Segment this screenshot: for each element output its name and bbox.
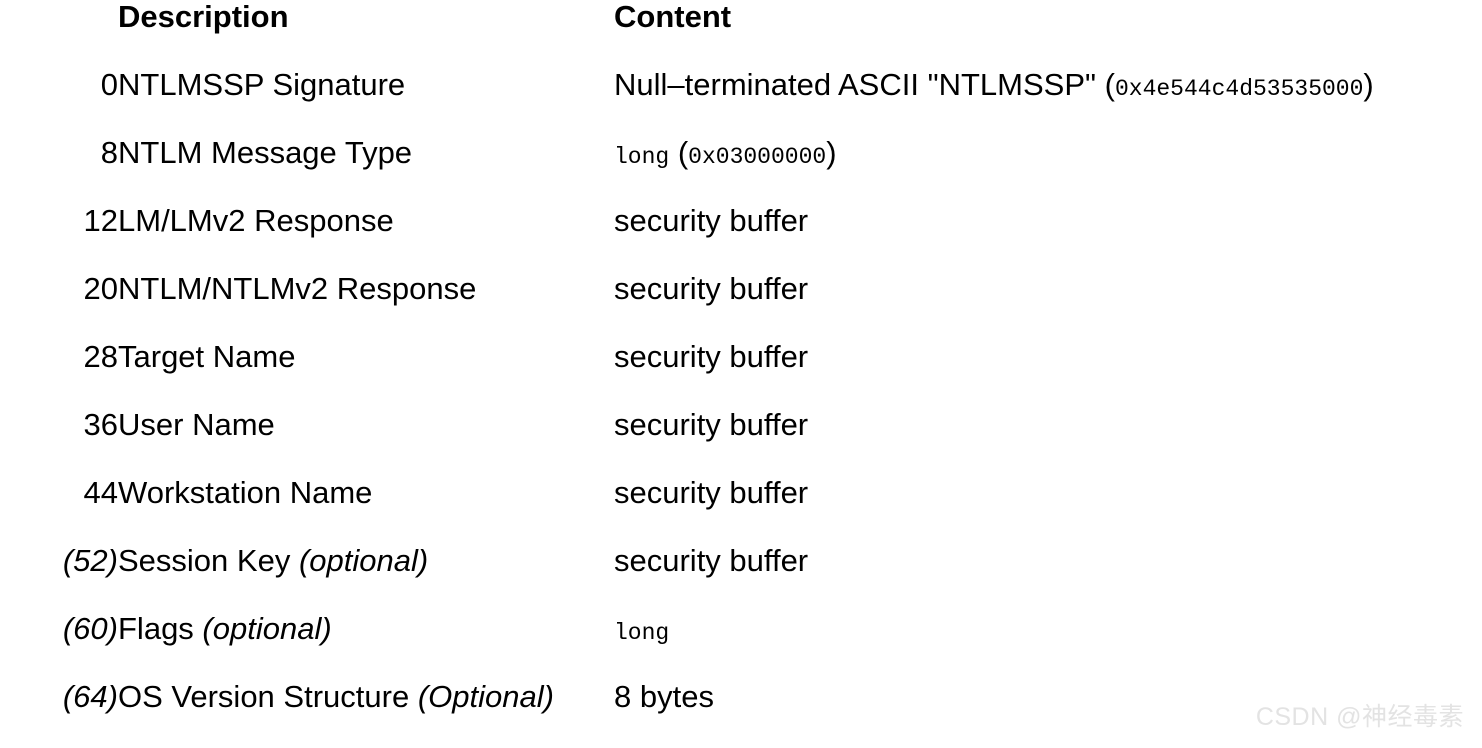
row-content: security buffer [614,476,1482,544]
row-offset: 36 [83,407,118,442]
content-text: 8 bytes [614,679,714,714]
row-description-text: Target Name [118,339,296,374]
row-description-text: Flags [118,611,203,646]
header-description: Description [118,0,289,34]
row-content: long [614,612,1482,680]
content-hex-value: 0x03000000 [688,144,827,170]
row-description: NTLM/NTLMv2 Response [118,272,614,340]
table-row: (60)Flags (optional)long [0,612,1482,680]
table-row: (52)Session Key (optional)security buffe… [0,544,1482,612]
paren-open: ( [1104,67,1115,102]
row-description-text: NTLM/NTLMv2 Response [118,271,477,306]
row-description: NTLMSSP Signature [118,68,614,136]
optional-tag: (optional) [202,611,332,646]
content-hex-value: 0x4e544c4d53535000 [1114,76,1364,102]
content-text: security buffer [614,543,809,578]
row-description-text: Workstation Name [118,475,373,510]
content-text: security buffer [614,271,809,306]
row-description-text: Session Key [118,543,299,578]
optional-tag: (optional) [298,543,429,578]
row-offset: (60) [62,611,118,646]
row-content: security buffer [614,408,1482,476]
row-description: LM/LMv2 Response [118,204,614,272]
row-offset: 12 [83,203,118,238]
table-header-row: Description Content [0,0,1482,68]
row-offset: 8 [100,135,118,170]
row-description: Flags (optional) [118,612,614,680]
optional-tag: (Optional) [417,679,554,714]
row-description-text: OS Version Structure [118,679,418,714]
row-content: long (0x03000000) [614,136,1482,204]
content-text: security buffer [614,407,809,442]
csdn-watermark: CSDN @神经毒素 [1255,703,1464,731]
content-text: Null–terminated ASCII "NTLMSSP" [614,67,1105,102]
row-description-text: User Name [118,407,275,442]
row-description-text: NTLM Message Type [118,135,413,170]
row-description: Target Name [118,340,614,408]
row-offset: 0 [100,67,118,102]
row-content: 8 bytes [614,680,1482,748]
row-description: User Name [118,408,614,476]
header-offset-cell [0,0,118,68]
paren-close: ) [826,135,837,170]
table-row: (64)OS Version Structure (Optional)8 byt… [0,680,1482,748]
row-offset: (64) [62,679,118,714]
content-type-keyword: long [614,144,670,170]
row-content: security buffer [614,204,1482,272]
row-offset: 20 [83,271,118,306]
row-content: security buffer [614,272,1482,340]
row-description-text: NTLMSSP Signature [118,67,406,102]
content-text: security buffer [614,203,809,238]
row-offset: (52) [62,543,118,578]
row-description: OS Version Structure (Optional) [118,680,614,748]
row-description: Workstation Name [118,476,614,544]
row-content: Null–terminated ASCII "NTLMSSP" (0x4e544… [614,68,1482,136]
content-text: security buffer [614,339,809,374]
row-content: security buffer [614,544,1482,612]
row-offset: 44 [83,475,118,510]
content-text: security buffer [614,475,809,510]
paren-open: ( [677,135,689,170]
header-content: Content [614,0,732,34]
row-description: Session Key (optional) [118,544,614,612]
paren-close: ) [1363,67,1374,102]
content-type-keyword: long [614,620,670,646]
row-description-text: LM/LMv2 Response [118,203,394,238]
row-offset: 28 [83,339,118,374]
row-content: security buffer [614,340,1482,408]
row-description: NTLM Message Type [118,136,614,204]
